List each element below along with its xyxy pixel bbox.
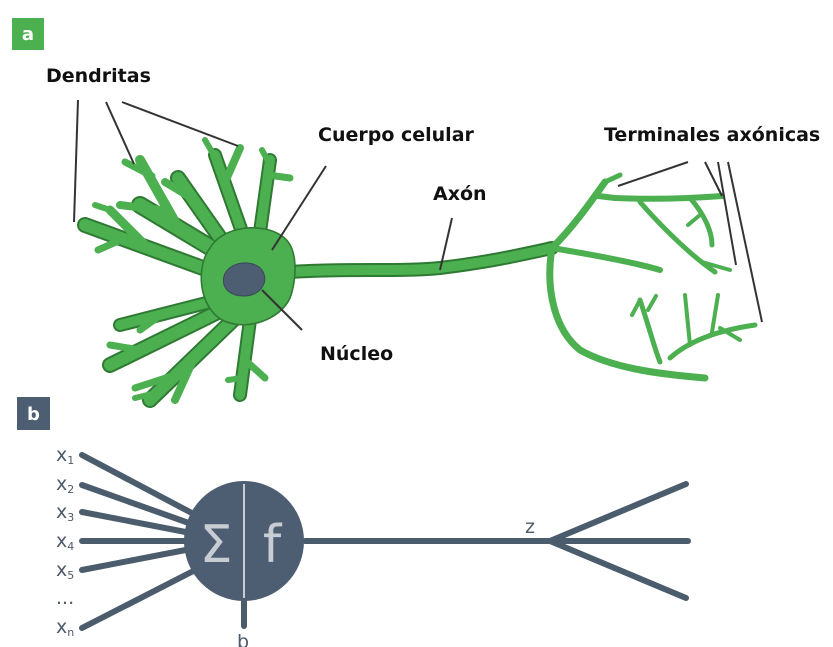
panel-b-badge: b [17, 397, 50, 430]
output-branch-bottom [550, 541, 686, 598]
label-axon: Axón [433, 183, 487, 205]
panel-a-badge: a [12, 18, 44, 50]
panel-a-badge-letter: a [22, 24, 34, 45]
leader-dendrites-2 [106, 102, 134, 164]
leader-terminals-3 [718, 162, 736, 265]
input-label-4: x4 [56, 530, 74, 553]
leader-terminals-1 [618, 162, 688, 186]
input-label-1: x1 [56, 444, 74, 467]
neuron-illustration [85, 140, 755, 400]
input-label-5: x5 [56, 559, 74, 582]
panel-a: a [12, 18, 820, 400]
label-dendrites: Dendritas [46, 65, 151, 87]
input-line-1 [82, 455, 205, 520]
leader-terminals-4 [728, 162, 762, 322]
bias-label: b [237, 631, 249, 647]
panel-b-badge-letter: b [27, 404, 40, 425]
output-lines [305, 484, 688, 598]
input-label-ellipsis: ... [56, 587, 74, 609]
input-labels: x1 x2 x3 x4 x5 ... xn [56, 444, 74, 639]
output-branch-top [550, 484, 686, 541]
input-line-5 [82, 548, 196, 570]
label-axon-terminals: Terminales axónicas [604, 124, 820, 146]
activation-symbol: f [263, 515, 283, 575]
input-line-3 [82, 512, 196, 534]
input-label-n: xn [56, 616, 74, 639]
sum-symbol: Σ [200, 515, 233, 575]
artificial-neuron-node: Σ f [184, 481, 304, 601]
output-label: z [525, 516, 535, 538]
label-cell-body: Cuerpo celular [318, 124, 475, 146]
leader-dendrites-3 [122, 102, 238, 146]
nucleus [223, 263, 264, 296]
input-label-3: x3 [56, 501, 74, 524]
leader-dendrites-1 [74, 100, 78, 222]
input-label-2: x2 [56, 473, 74, 496]
panel-b: b Σ f x1 x2 [17, 397, 688, 647]
label-nucleus: Núcleo [320, 343, 393, 365]
input-line-n [82, 565, 205, 628]
